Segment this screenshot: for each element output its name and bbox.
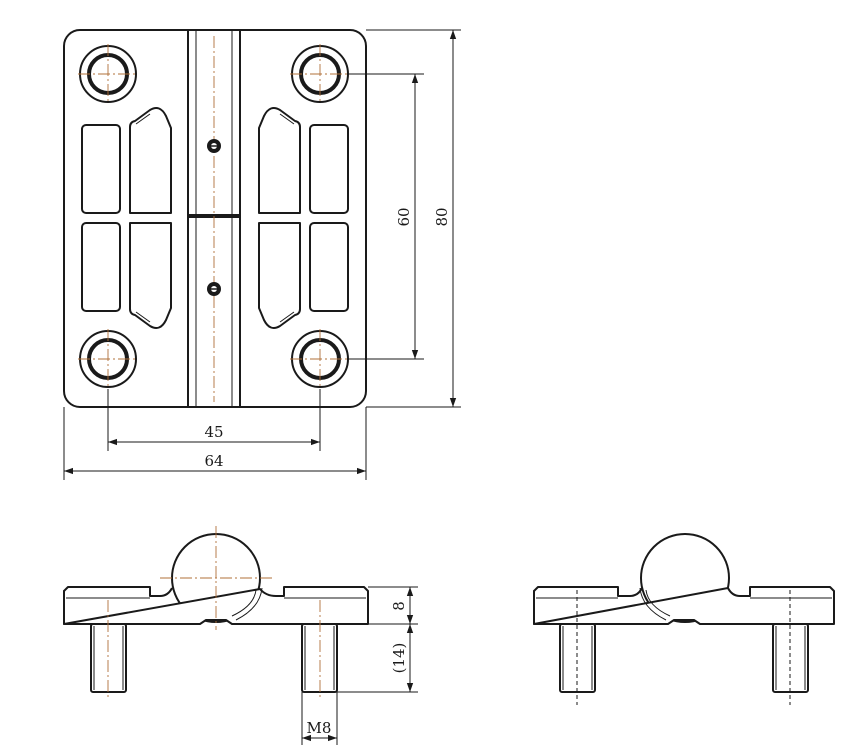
dimension-14-label: (14) xyxy=(390,643,408,674)
dimension-8: 8 xyxy=(368,586,418,625)
left-leaf-pockets xyxy=(81,107,172,329)
dimension-8-label: 8 xyxy=(390,601,408,611)
pin-screw-lower xyxy=(207,282,221,296)
front-view-left: 8 (14) M8 xyxy=(63,526,418,745)
hinge-knuckle xyxy=(187,29,241,408)
stud-left xyxy=(90,623,127,693)
front-view-right xyxy=(533,533,835,705)
dimension-64-label: 64 xyxy=(204,452,223,470)
dimension-45: 45 xyxy=(107,389,321,451)
dimension-60: 60 xyxy=(348,73,424,360)
pin-screw-upper xyxy=(207,139,221,153)
dimension-45-label: 45 xyxy=(204,423,223,441)
dimension-60-label: 60 xyxy=(395,207,413,226)
dimension-m8-label: M8 xyxy=(307,719,332,737)
dimension-64: 64 xyxy=(63,407,367,480)
dimension-80: 80 xyxy=(366,29,461,408)
top-view: 45 64 60 80 xyxy=(63,29,461,480)
dimension-m8: M8 xyxy=(301,692,338,745)
mounting-hole-top-left xyxy=(78,44,138,104)
dimension-14: (14) xyxy=(337,624,418,693)
dimension-80-label: 80 xyxy=(433,207,451,226)
mounting-hole-bottom-right xyxy=(290,329,350,389)
plate-outline xyxy=(63,29,367,408)
mounting-hole-bottom-left xyxy=(78,329,138,389)
mounting-hole-top-right xyxy=(290,44,350,104)
stud-right xyxy=(301,623,338,693)
right-leaf-pockets xyxy=(258,107,349,329)
